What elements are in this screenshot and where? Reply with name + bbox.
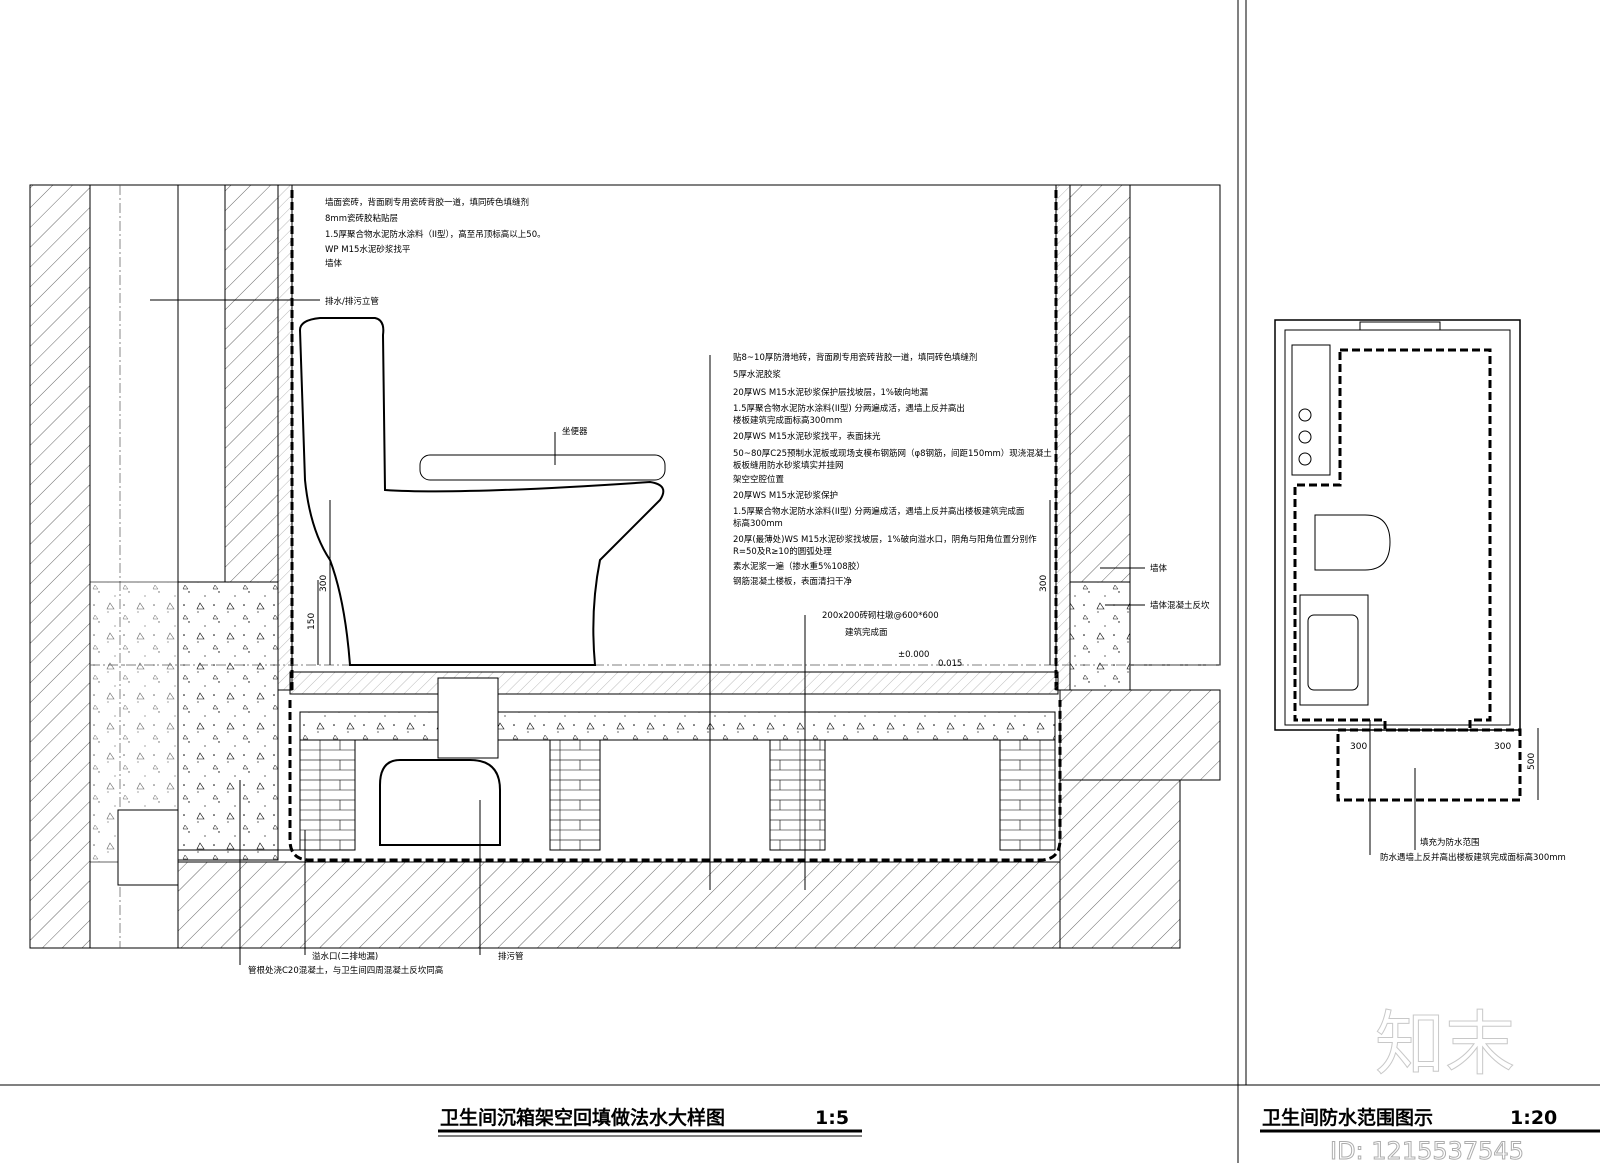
toilet (298, 317, 665, 666)
floor-layer-label: 20厚WS M15水泥砂浆保护 (733, 490, 838, 501)
section-scale: 1:5 (815, 1107, 849, 1129)
floor-layer-label: 楼板建筑完成面标高300mm (733, 415, 842, 426)
riser-label: 排水/排污立管 (325, 296, 379, 307)
elevation-zero: ±0.000 (898, 650, 929, 660)
dim-300-left: 300 (319, 575, 329, 592)
wall-layer-label: 1.5厚聚合物水泥防水涂料（II型），高至吊顶标高以上50。 (325, 229, 546, 240)
floor-layer-label: 50~80厚C25预制水泥板或现场支模布钢筋网（φ8钢筋，间距150mm）现浇混… (733, 448, 1052, 459)
floor-layer-label: 1.5厚聚合物水泥防水涂料(II型) 分两遍成活，遇墙上反并高出 (733, 403, 965, 414)
plan-scale: 1:20 (1510, 1107, 1557, 1129)
floor-layer-label: 素水泥浆一遍（掺水重5%108胶） (733, 561, 865, 572)
floor-finish (289, 671, 1059, 695)
watermark: 知末 ID: 1215537545 (1330, 1003, 1525, 1163)
brick-pier (549, 739, 601, 851)
brick-pier (769, 739, 826, 851)
watermark-brand: 知末 (1375, 1003, 1515, 1085)
plan-dim-500: 500 (1527, 753, 1537, 770)
right-curb-label: 墙体混凝土反坎 (1150, 600, 1210, 611)
plan-dim-right: 300 (1494, 742, 1511, 752)
left-inner-wall (224, 184, 279, 583)
left-wall (29, 184, 91, 949)
plan-title: 卫生间防水范围图示 (1262, 1106, 1433, 1129)
pipe-root-label: 管根处浇C20混凝土，与卫生间四周混凝土反坎同高 (248, 965, 443, 976)
floor-layer-label: 20厚WS M15水泥砂浆保护层找坡层，1%破向地漏 (733, 387, 928, 398)
drain-pipe (437, 677, 499, 759)
sewage-label: 排污管 (498, 951, 524, 962)
brick-pier (299, 739, 356, 851)
wall-layer-label: 墙体 (325, 258, 343, 269)
concrete-curb-right (1069, 581, 1131, 691)
floor-layer-label: 1.5厚聚合物水泥防水涂料(II型) 分两遍成活，遇墙上反并高出楼板建筑完成面 (733, 506, 1025, 517)
toilet-label: 坐便器 (562, 426, 588, 437)
dim-300-right: 300 (1039, 575, 1049, 592)
right-wall (1069, 184, 1131, 583)
wall-layer-label: WP M15水泥砂浆找平 (325, 244, 411, 255)
floor-layer-label: 20厚WS M15水泥砂浆找平，表面抹光 (733, 431, 881, 442)
floor-layer-label: 20厚(最薄处)WS M15水泥砂浆找坡层，1%破向溢水口，阴角与阳角位置分别作 (733, 534, 1037, 545)
sewage-elbow (379, 759, 501, 846)
wall-layer-label: 8mm瓷砖胶粘贴层 (325, 213, 398, 224)
floor-layer-label: 架空空腔位置 (733, 474, 785, 485)
section-labels: 墙面瓷砖，背面刷专用瓷砖背胶一道，填同砖色填缝剂 8mm瓷砖胶粘贴层 1.5厚聚… (248, 197, 1210, 1137)
wall-layer-label: 墙面瓷砖，背面刷专用瓷砖背胶一道，填同砖色填缝剂 (325, 197, 529, 208)
floor-layer-label: R=50及R≥10的圆弧处理 (733, 546, 832, 557)
floor-layer-label: 钢筋混凝土楼板，表面清扫干净 (733, 576, 853, 587)
fill-label: 填充为防水范围 (1420, 837, 1480, 848)
brick-pier (999, 739, 1056, 851)
section-title: 卫生间沉箱架空回填做法水大样图 (440, 1106, 725, 1129)
dim-150: 150 (307, 613, 317, 630)
floor-layer-label: 5厚水泥胶浆 (733, 369, 781, 380)
elevation-drop: 0.015 (938, 659, 962, 669)
floor-layer-label: 标高300mm (733, 518, 783, 529)
waterproof-plan: 300 300 500 填充为防水范围 防水遇墙上反并高出楼板建筑完成面标高30… (1260, 319, 1600, 1133)
finish-label: 建筑完成面 (845, 627, 888, 638)
overflow-label: 溢水口(二排地漏) (312, 951, 378, 962)
right-wall-label: 墙体 (1150, 563, 1168, 574)
precast-slab (299, 711, 1056, 741)
section-detail (29, 184, 1221, 965)
floor-layer-label: 板板缝用防水砂浆填实并挂网 (733, 460, 844, 471)
plan-dim-left: 300 (1350, 742, 1367, 752)
pier-label: 200x200砖砌柱墩@600*600 (822, 610, 939, 621)
concrete-curb-left (177, 581, 279, 861)
upturn-label: 防水遇墙上反并高出楼板建筑完成面标高300mm (1380, 852, 1566, 863)
watermark-id: ID: 1215537545 (1330, 1137, 1524, 1163)
structural-slab (177, 861, 1061, 949)
waterproof-layer (288, 700, 1062, 862)
floor-layer-label: 贴8~10厚防滑地砖，背面刷专用瓷砖背胶一道，填同砖色填缝剂 (733, 352, 977, 363)
